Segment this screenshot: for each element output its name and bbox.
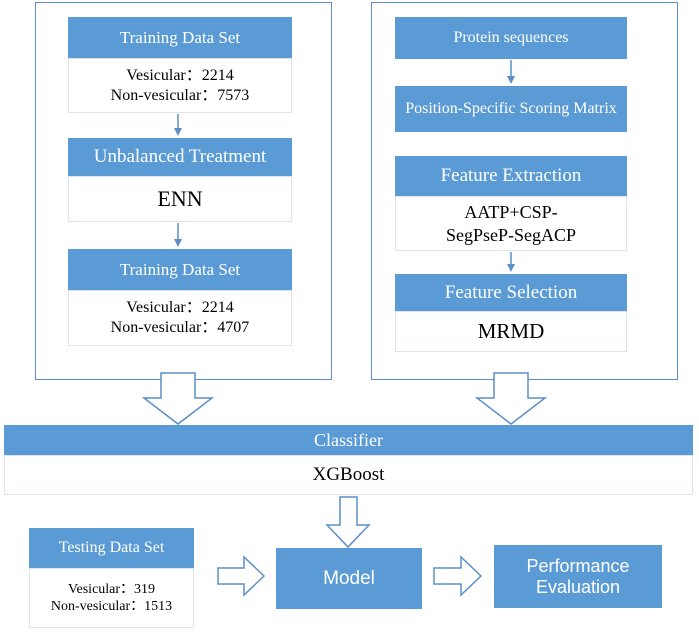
feature-extraction-header: Feature Extraction bbox=[395, 156, 627, 196]
protein-sequences-title: Protein sequences bbox=[453, 28, 569, 46]
testing-vesicular-count: Vesicular：319 bbox=[67, 581, 156, 597]
non-vesicular-count: Non-vesicular：7573 bbox=[110, 86, 250, 104]
unbalanced-treatment-title: Unbalanced Treatment bbox=[93, 146, 267, 168]
mrmd-method: MRMD bbox=[477, 319, 545, 344]
balanced-vesicular-count: Vesicular：2214 bbox=[126, 299, 234, 316]
balanced-training-data-set-title: Training Data Set bbox=[119, 259, 241, 279]
balanced-training-data-set-header: Training Data Set bbox=[68, 249, 292, 290]
feature-descriptor-line-2: SegPseP-SegACP bbox=[445, 224, 577, 245]
testing-non-vesicular-count: Non-vesicular：1513 bbox=[50, 599, 173, 614]
balanced-non-vesicular-count: Non-vesicular：4707 bbox=[110, 319, 250, 336]
block-arrow-model-to-performance bbox=[433, 555, 483, 597]
unbalanced-treatment-body: ENN bbox=[68, 176, 292, 222]
xgboost-method: XGBoost bbox=[312, 464, 385, 486]
performance-line-1: Performance bbox=[526, 555, 630, 576]
pssm-box: Position-Specific Scoring Matrix bbox=[395, 86, 627, 132]
classifier-header: Classifier bbox=[4, 425, 693, 455]
training-data-set-title: Training Data Set bbox=[119, 27, 241, 47]
feature-selection-title: Feature Selection bbox=[444, 281, 578, 303]
training-data-set-body: Vesicular：2214 Non-vesicular：7573 bbox=[68, 58, 292, 113]
block-arrow-left-to-classifier bbox=[141, 372, 215, 425]
classifier-body: XGBoost bbox=[4, 455, 693, 495]
feature-extraction-body: AATP+CSP- SegPseP-SegACP bbox=[395, 196, 627, 251]
protein-sequences-box: Protein sequences bbox=[395, 17, 627, 59]
feature-selection-body: MRMD bbox=[395, 311, 627, 352]
performance-evaluation-box: Performance Evaluation bbox=[494, 545, 662, 608]
testing-data-set-body: Vesicular：319 Non-vesicular：1513 bbox=[29, 568, 194, 628]
feature-selection-header: Feature Selection bbox=[395, 274, 627, 311]
performance-line-2: Evaluation bbox=[535, 576, 621, 597]
classifier-title: Classifier bbox=[314, 429, 383, 450]
feature-descriptor-line-1: AATP+CSP- bbox=[464, 202, 558, 222]
block-arrow-classifier-to-model bbox=[325, 496, 371, 549]
block-arrow-right-to-classifier bbox=[474, 372, 548, 425]
feature-extraction-title: Feature Extraction bbox=[440, 165, 582, 187]
pssm-title: Position-Specific Scoring Matrix bbox=[405, 99, 617, 117]
vesicular-count: Vesicular：2214 bbox=[126, 66, 234, 84]
block-arrow-testing-to-model bbox=[217, 555, 266, 597]
training-data-set-header: Training Data Set bbox=[68, 17, 292, 58]
testing-data-set-title: Testing Data Set bbox=[58, 538, 165, 556]
model-box: Model bbox=[276, 548, 422, 609]
testing-data-set-header: Testing Data Set bbox=[29, 528, 194, 568]
unbalanced-treatment-header: Unbalanced Treatment bbox=[68, 138, 292, 176]
model-title: Model bbox=[323, 567, 375, 589]
balanced-training-data-set-body: Vesicular：2214 Non-vesicular：4707 bbox=[68, 290, 292, 346]
enn-method: ENN bbox=[157, 186, 203, 212]
